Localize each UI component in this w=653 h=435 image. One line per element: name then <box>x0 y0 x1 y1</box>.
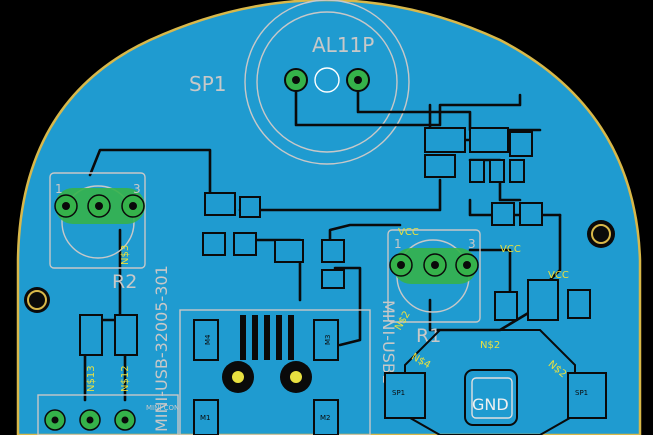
usb-value-label-2: MINI-USB1 <box>379 300 398 384</box>
usb-pad-m3: M3 <box>324 335 332 346</box>
net-vcc-2: VCC <box>500 244 521 255</box>
trimmer-r2[interactable]: 1 3 R2 <box>49 172 146 293</box>
header-connector-bottom-left[interactable]: MINI CON <box>37 314 179 435</box>
gnd-button-footprint[interactable]: GND SP1 SP1 <box>384 329 607 435</box>
usb-connector[interactable]: M4 M3 M1 M2 MINI-USB-32005-301 MINI-USB1 <box>152 265 398 435</box>
usb-pad-m2: M2 <box>320 414 331 422</box>
mini-con-label: MINI CON <box>146 404 179 412</box>
r1-ref-label: R1 <box>416 325 441 347</box>
usb-pad-m4: M4 <box>204 334 212 345</box>
r2-ref-label: R2 <box>112 271 137 293</box>
net-vcc-1: VCC <box>398 227 419 238</box>
r2-pin-1: 1 <box>55 182 63 196</box>
smd-cluster-right <box>202 127 591 321</box>
usb-value-label: MINI-USB-32005-301 <box>152 265 171 432</box>
pad-sp1-right: SP1 <box>575 389 588 397</box>
net-vcc-3: VCC <box>548 270 569 281</box>
net-n2-1: N$2 <box>480 340 500 351</box>
mount-hole-right <box>587 220 615 248</box>
gnd-label: GND <box>472 395 509 414</box>
buzzer-ref-label: SP1 <box>189 72 226 96</box>
r2-pin-3: 3 <box>133 182 141 196</box>
trimmer-r1[interactable]: 1 3 R1 <box>387 229 481 347</box>
net-n12: N$12 <box>120 365 131 392</box>
r1-pin-3: 3 <box>468 237 476 251</box>
net-n13: N$13 <box>86 365 97 392</box>
mount-hole-left <box>24 287 50 313</box>
net-n3: N$3 <box>120 245 131 265</box>
buzzer-value-label: AL11P <box>312 33 374 57</box>
usb-pad-m1: M1 <box>200 414 211 422</box>
pad-sp1-left: SP1 <box>392 389 405 397</box>
r1-pin-1: 1 <box>394 237 402 251</box>
